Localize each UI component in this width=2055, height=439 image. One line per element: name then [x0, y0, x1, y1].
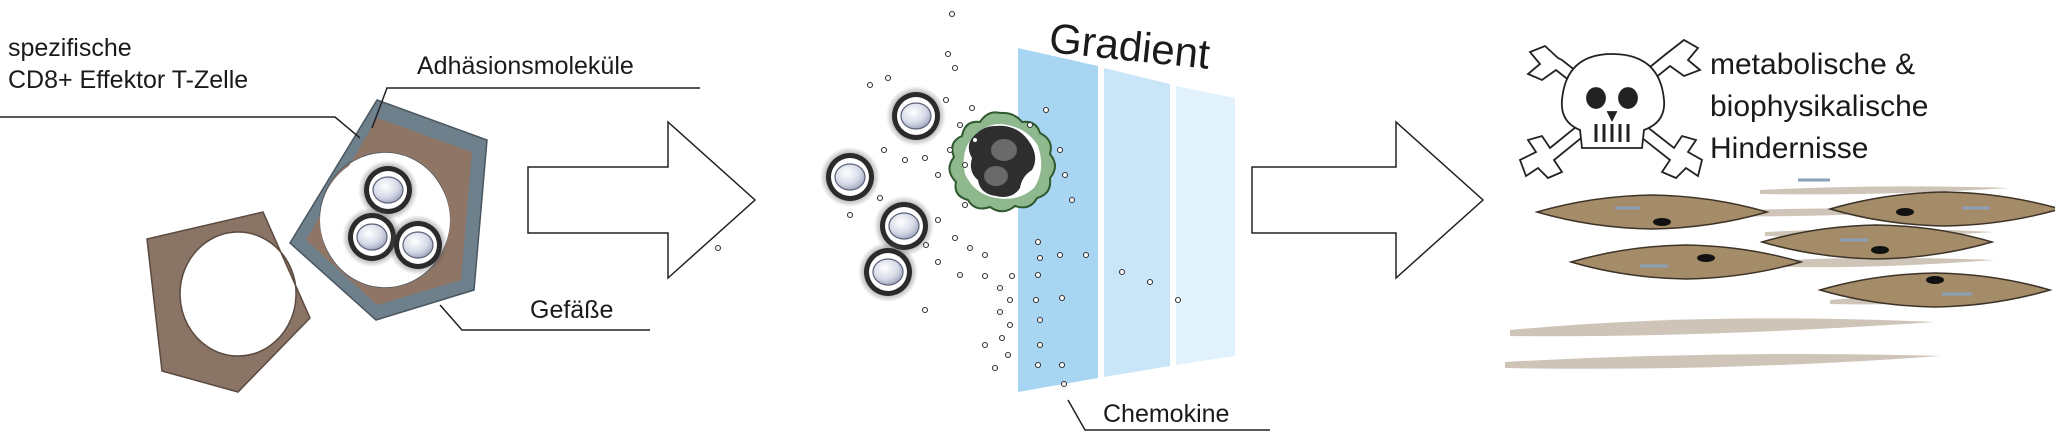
- fibroblast-icon: [1570, 244, 1802, 280]
- leader-line-vessels: [439, 304, 650, 331]
- arrow-right-icon: [527, 120, 757, 280]
- gradient-slab-1: [1018, 48, 1098, 392]
- gradient-slab-3: [1176, 86, 1235, 365]
- fibroblast-icon: [1819, 272, 2051, 308]
- fibroblast-icon: [1829, 191, 2055, 227]
- skull-crossbones-icon: [1518, 38, 1704, 180]
- t-cell-icon: [387, 214, 449, 276]
- label-vessels: Gefäße: [530, 296, 613, 324]
- panel-gradient: Gradient Chemokine: [714, 10, 1270, 431]
- leader-line-chemokines: [1067, 399, 1270, 431]
- vessel-left-icon: [146, 211, 311, 393]
- t-cell-icon: [857, 241, 919, 303]
- t-cell-icon: [819, 146, 881, 208]
- leader-line-adhesion: [371, 87, 700, 129]
- label-obstacles-line2: biophysikalische: [1710, 90, 1928, 123]
- label-obstacles-line3: Hindernisse: [1710, 132, 1868, 165]
- panel-obstacles: metabolische & biophysikalische Hinderni…: [1505, 38, 2055, 369]
- panel-vessels: spezifische CD8+ Effektor T-Zelle Adhäsi…: [0, 34, 700, 393]
- fibroblast-icon: [1536, 194, 1768, 230]
- chemokine-dots: [714, 10, 1182, 388]
- label-cell-line2: CD8+ Effektor T-Zelle: [8, 66, 248, 94]
- label-cell-line1: spezifische: [8, 34, 132, 62]
- fibroblast-icon: [1761, 224, 1993, 260]
- label-adhesion-molecules: Adhäsionsmoleküle: [417, 52, 634, 80]
- arrow-right-icon: [1251, 120, 1485, 280]
- leader-line-cell: [0, 116, 361, 139]
- label-obstacles-line1: metabolische &: [1710, 48, 1915, 81]
- gradient-slab-2: [1104, 68, 1170, 377]
- t-cell-icon: [885, 85, 947, 147]
- label-chemokines: Chemokine: [1103, 400, 1229, 428]
